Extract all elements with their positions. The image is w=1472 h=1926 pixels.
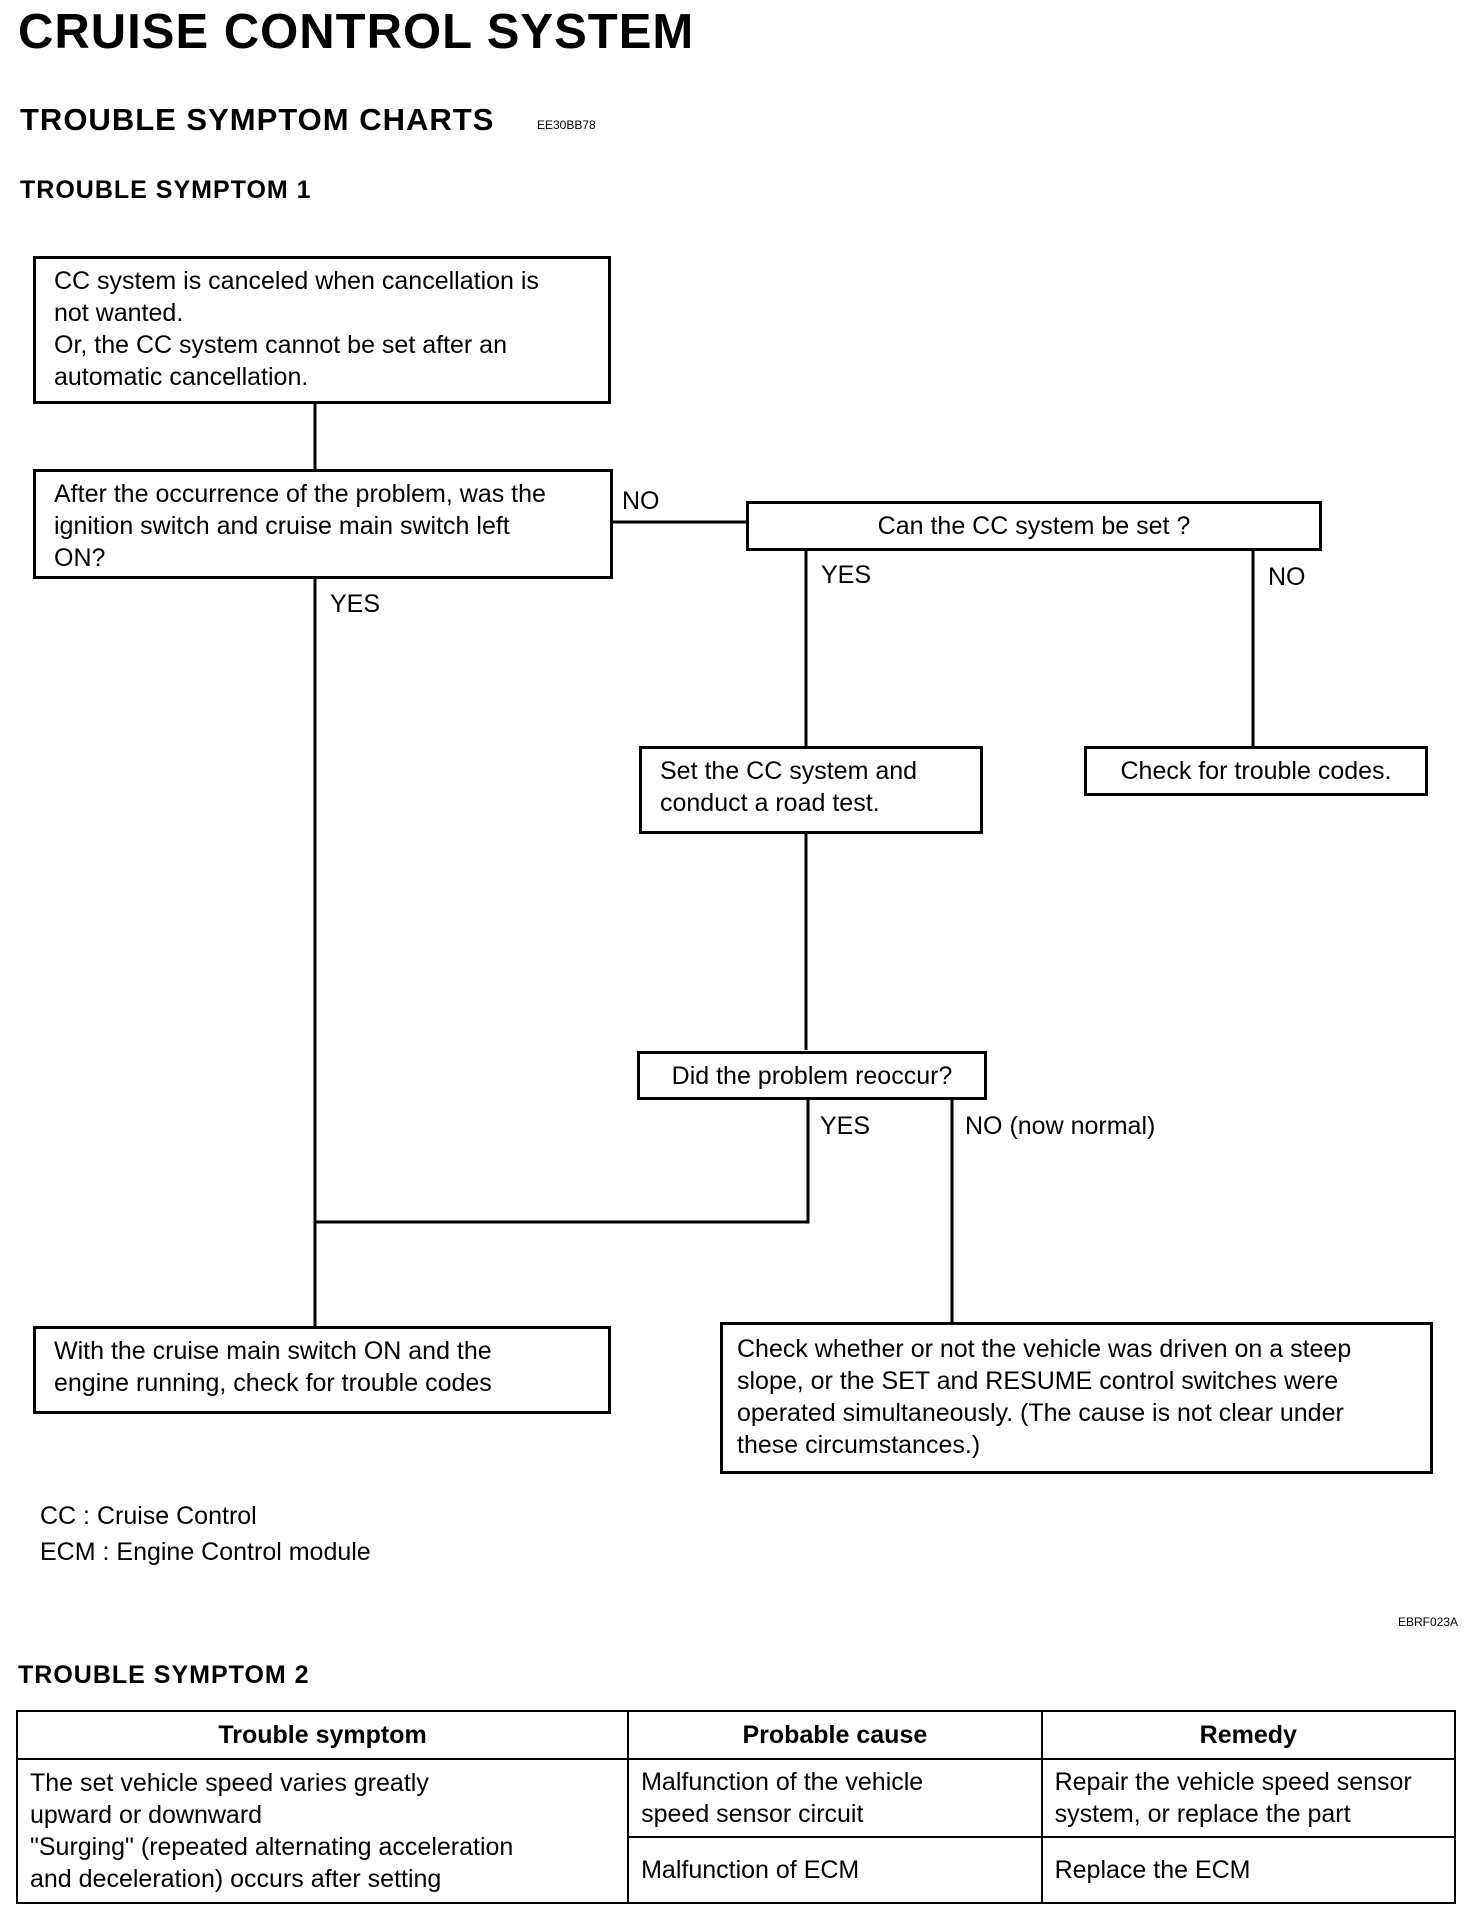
abbrev-cc: CC : Cruise Control (40, 1502, 257, 1530)
symptom1-heading: TROUBLE SYMPTOM 1 (20, 176, 312, 204)
q3-text: Did the problem reoccur? (671, 1062, 953, 1090)
q1-yes-label: YES (330, 590, 381, 618)
result-right-line-3: operated simultaneously. (The cause is n… (737, 1399, 1344, 1427)
table-row: Malfunction of ECM Replace the ECM (17, 1836, 1457, 1904)
start-line-2: not wanted. (54, 299, 184, 327)
result-right-line-2: slope, or the SET and RESUME control swi… (737, 1367, 1339, 1395)
table-header-row: Trouble symptom Probable cause Remedy (15, 1710, 1457, 1760)
flow-start-box: CC system is canceled when cancellation … (33, 256, 611, 404)
symptom2-heading: TROUBLE SYMPTOM 2 (18, 1661, 310, 1689)
page-title: CRUISE CONTROL SYSTEM (18, 5, 695, 59)
remedy-line: Repair the vehicle speed sensor (1054, 1768, 1412, 1796)
q3-yes-label: YES (820, 1112, 871, 1140)
abbrev-ecm: ECM : Engine Control module (40, 1538, 371, 1566)
cause-line: Malfunction of the vehicle (641, 1768, 924, 1796)
section-title: TROUBLE SYMPTOM CHARTS (20, 102, 495, 137)
cause-line: speed sensor circuit (641, 1800, 864, 1828)
start-line-3: Or, the CC system cannot be set after an (54, 331, 507, 359)
remedy-cell: Replace the ECM (1040, 1836, 1457, 1904)
cause-cell: Malfunction of the vehicle speed sensor … (627, 1758, 1043, 1838)
symptom-line-2: upward or downward (30, 1801, 263, 1829)
question3-box: Did the problem reoccur? (637, 1051, 987, 1100)
road-test-box: Set the CC system and conduct a road tes… (639, 746, 983, 834)
question2-box: Can the CC system be set ? (746, 501, 1322, 551)
q1-line-2: ignition switch and cruise main switch l… (54, 512, 510, 540)
symptom2-table: Trouble symptom Probable cause Remedy Th… (15, 1710, 1457, 1904)
remedy-line: Replace the ECM (1054, 1856, 1251, 1884)
column-header-trouble-symptom: Trouble symptom (15, 1710, 630, 1760)
symptom-line-3: "Surging" (repeated alternating accelera… (30, 1833, 514, 1861)
q1-line-1: After the occurrence of the problem, was… (54, 480, 546, 508)
symptom-line-4: and deceleration) occurs after setting (30, 1865, 442, 1893)
q3-no-label: NO (now normal) (965, 1112, 1156, 1140)
q2-no-label: NO (1268, 563, 1306, 591)
q2-yes-label: YES (821, 561, 872, 589)
start-line-1: CC system is canceled when cancellation … (54, 267, 539, 295)
question1-box: After the occurrence of the problem, was… (33, 469, 613, 579)
symptom-cell: The set vehicle speed varies greatly upw… (15, 1758, 630, 1904)
table-row: The set vehicle speed varies greatly upw… (15, 1758, 1457, 1904)
q1-line-3: ON? (54, 544, 106, 572)
cause-line: Malfunction of ECM (641, 1856, 860, 1884)
check-codes-text: Check for trouble codes. (1120, 757, 1392, 785)
road-test-line-1: Set the CC system and (660, 757, 918, 785)
remedy-line: system, or replace the part (1054, 1800, 1351, 1828)
start-line-4: automatic cancellation. (54, 363, 309, 391)
symptom-line-1: The set vehicle speed varies greatly (30, 1769, 429, 1797)
figure-code: EBRF023A (1397, 1615, 1458, 1629)
road-test-line-2: conduct a road test. (660, 789, 880, 817)
cause-cell: Malfunction of ECM (627, 1836, 1043, 1904)
result-right-line-4: these circumstances.) (737, 1431, 981, 1459)
result-right-box: Check whether or not the vehicle was dri… (720, 1322, 1433, 1474)
remedy-cell: Repair the vehicle speed sensor system, … (1040, 1758, 1457, 1838)
result-left-line-1: With the cruise main switch ON and the (54, 1337, 492, 1365)
q1-no-label: NO (622, 487, 660, 515)
column-header-remedy: Remedy (1040, 1710, 1457, 1760)
result-right-line-1: Check whether or not the vehicle was dri… (737, 1335, 1352, 1363)
connector-q3-yes (315, 1097, 810, 1224)
check-codes-box: Check for trouble codes. (1084, 746, 1428, 796)
result-left-box: With the cruise main switch ON and the e… (33, 1326, 611, 1414)
result-left-line-2: engine running, check for trouble codes (54, 1369, 492, 1397)
section-code: EE30BB78 (537, 118, 596, 132)
q2-text: Can the CC system be set ? (877, 512, 1191, 540)
column-header-probable-cause: Probable cause (627, 1710, 1043, 1760)
